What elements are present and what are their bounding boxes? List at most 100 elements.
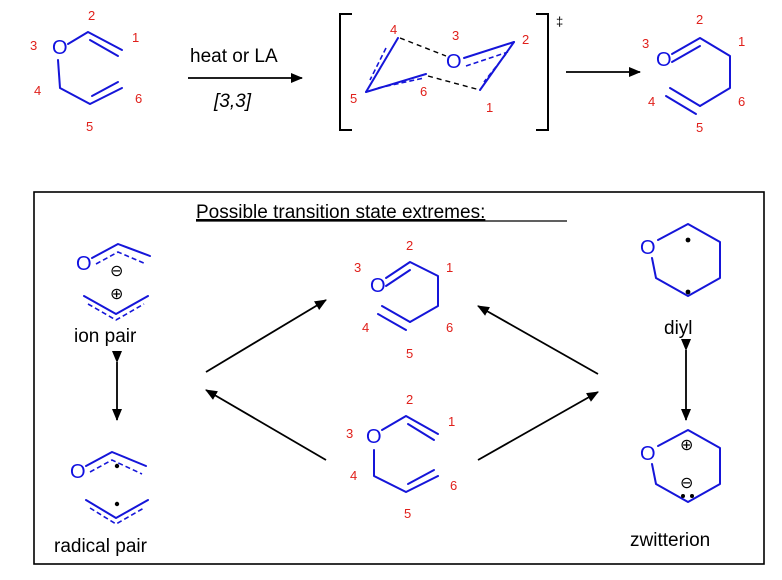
product-pentenal: O 2 1 3 4 5 6 bbox=[642, 12, 745, 135]
box-product-num-5: 5 bbox=[406, 346, 413, 361]
reactant-num-6: 6 bbox=[135, 91, 142, 106]
ts-partial-2-1 bbox=[483, 53, 507, 83]
radical-pair-oxygen: O bbox=[70, 461, 86, 483]
product-alkene-double bbox=[665, 95, 697, 115]
ts-bond-3-2 bbox=[463, 41, 515, 59]
reactant-vinyl-double bbox=[89, 39, 119, 57]
box-product: O 2 1 3 4 5 6 bbox=[354, 238, 453, 361]
box-title: Possible transition state extremes: bbox=[196, 202, 485, 223]
radical-pair-label: radical pair bbox=[54, 536, 148, 557]
ion-pair-plus: ⊕ bbox=[110, 286, 123, 303]
ts-bond-5-6 bbox=[365, 73, 427, 93]
radical-pair-allyl bbox=[85, 499, 149, 519]
diyl-dot-bottom bbox=[685, 289, 691, 295]
product-num-4: 4 bbox=[648, 94, 655, 109]
ts-partial-3-2 bbox=[465, 51, 509, 67]
product-chain bbox=[671, 37, 731, 107]
ts-num-3: 3 bbox=[452, 28, 459, 43]
diyl-ring bbox=[651, 223, 721, 297]
ion-pair-minus: ⊖ bbox=[110, 263, 123, 280]
diyl-structure: O diyl bbox=[640, 223, 721, 339]
ts-partial-4-5 bbox=[369, 47, 387, 81]
ion-pair-structure: O ⊖ ⊕ ion pair bbox=[74, 243, 151, 347]
product-num-1: 1 bbox=[738, 34, 745, 49]
product-carbonyl-double bbox=[671, 45, 701, 63]
box-product-num-4: 4 bbox=[362, 320, 369, 335]
ts-num-4: 4 bbox=[390, 22, 397, 37]
ts-num-1: 1 bbox=[486, 100, 493, 115]
box-reactant-oxygen: O bbox=[366, 426, 382, 448]
box-product-num-6: 6 bbox=[446, 320, 453, 335]
ts-bond-4-5 bbox=[365, 37, 399, 93]
product-num-6: 6 bbox=[738, 94, 745, 109]
lone-pair-dot-right bbox=[690, 494, 694, 498]
ts-oxygen: O bbox=[446, 51, 462, 73]
ion-pair-allyl-deloc bbox=[87, 303, 145, 321]
reactant-num-1: 1 bbox=[132, 30, 139, 45]
zwitterion-ring bbox=[651, 429, 721, 503]
reactant-allyl-bond bbox=[57, 59, 123, 105]
box-reactant: O 2 1 3 4 5 6 bbox=[346, 392, 457, 521]
zwitterion-oxygen: O bbox=[640, 443, 656, 465]
diyl-oxygen: O bbox=[640, 237, 656, 259]
product-num-5: 5 bbox=[696, 120, 703, 135]
box-reactant-num-6: 6 bbox=[450, 478, 457, 493]
product-num-3: 3 bbox=[642, 36, 649, 51]
radical-dot-top bbox=[114, 463, 120, 469]
arrow-reactant-to-right bbox=[477, 391, 599, 461]
radical-pair-structure: O radical pair bbox=[54, 451, 149, 557]
diyl-label: diyl bbox=[664, 318, 693, 339]
box-product-chain bbox=[385, 261, 439, 323]
zwitterion-minus: ⊖ bbox=[680, 475, 693, 492]
zwitterion-label: zwitterion bbox=[630, 530, 710, 551]
right-bracket bbox=[536, 13, 549, 131]
ts-bond-2-1 bbox=[479, 41, 515, 91]
radical-pair-enoxy bbox=[85, 451, 147, 467]
product-oxygen: O bbox=[656, 49, 672, 71]
chair-transition-state: ‡ O 4 3 2 1 5 6 bbox=[339, 13, 563, 131]
ion-pair-allyl bbox=[83, 295, 149, 315]
arrow-right-to-product bbox=[477, 305, 599, 375]
reactant-vinyl-bond bbox=[67, 31, 123, 51]
zwitterion-plus: ⊕ bbox=[680, 437, 693, 454]
box-reactant-allyl bbox=[373, 449, 439, 493]
reactant-oxygen: O bbox=[52, 37, 68, 59]
ts-forming-bond-4-1 bbox=[399, 37, 447, 57]
arrow-reactant-to-left bbox=[205, 389, 327, 461]
reactant-allyl-double bbox=[91, 81, 119, 97]
ts-num-5: 5 bbox=[350, 91, 357, 106]
reactant-allyl-vinyl-ether: O 2 1 3 4 5 6 bbox=[30, 8, 142, 134]
left-bracket bbox=[339, 13, 352, 131]
arrow-left-to-product bbox=[205, 299, 327, 373]
product-alkene bbox=[669, 87, 701, 107]
ion-pair-enolate bbox=[91, 243, 151, 259]
ts-double-dagger: ‡ bbox=[556, 14, 563, 29]
diyl-dot-top bbox=[685, 237, 691, 243]
product-num-2: 2 bbox=[696, 12, 703, 27]
ts-extremes-box bbox=[33, 191, 765, 565]
box-product-num-2: 2 bbox=[406, 238, 413, 253]
box-reactant-num-3: 3 bbox=[346, 426, 353, 441]
box-product-carbonyl-double bbox=[385, 269, 411, 287]
box-product-num-1: 1 bbox=[446, 260, 453, 275]
ts-breaking-bond-6-3 bbox=[427, 75, 481, 91]
box-product-num-3: 3 bbox=[354, 260, 361, 275]
box-reactant-num-5: 5 bbox=[404, 506, 411, 521]
zwitterion-structure: O ⊕ ⊖ zwitterion bbox=[630, 429, 721, 551]
conditions-arrow-group: heat or LA [3,3] bbox=[188, 46, 303, 112]
conditions-top: heat or LA bbox=[190, 46, 278, 67]
box-reactant-num-1: 1 bbox=[448, 414, 455, 429]
lone-pair-dot-left bbox=[681, 494, 685, 498]
box-reactant-vinyl-double bbox=[407, 423, 435, 441]
ts-num-2: 2 bbox=[522, 32, 529, 47]
box-reactant-num-2: 2 bbox=[406, 392, 413, 407]
reactant-num-4: 4 bbox=[34, 83, 41, 98]
box-reactant-num-4: 4 bbox=[350, 468, 357, 483]
radical-dot-bottom bbox=[114, 501, 120, 507]
reactant-num-5: 5 bbox=[86, 119, 93, 134]
reactant-num-3: 3 bbox=[30, 38, 37, 53]
box-product-alkene bbox=[381, 305, 411, 323]
box-reactant-allyl-double bbox=[407, 469, 435, 485]
